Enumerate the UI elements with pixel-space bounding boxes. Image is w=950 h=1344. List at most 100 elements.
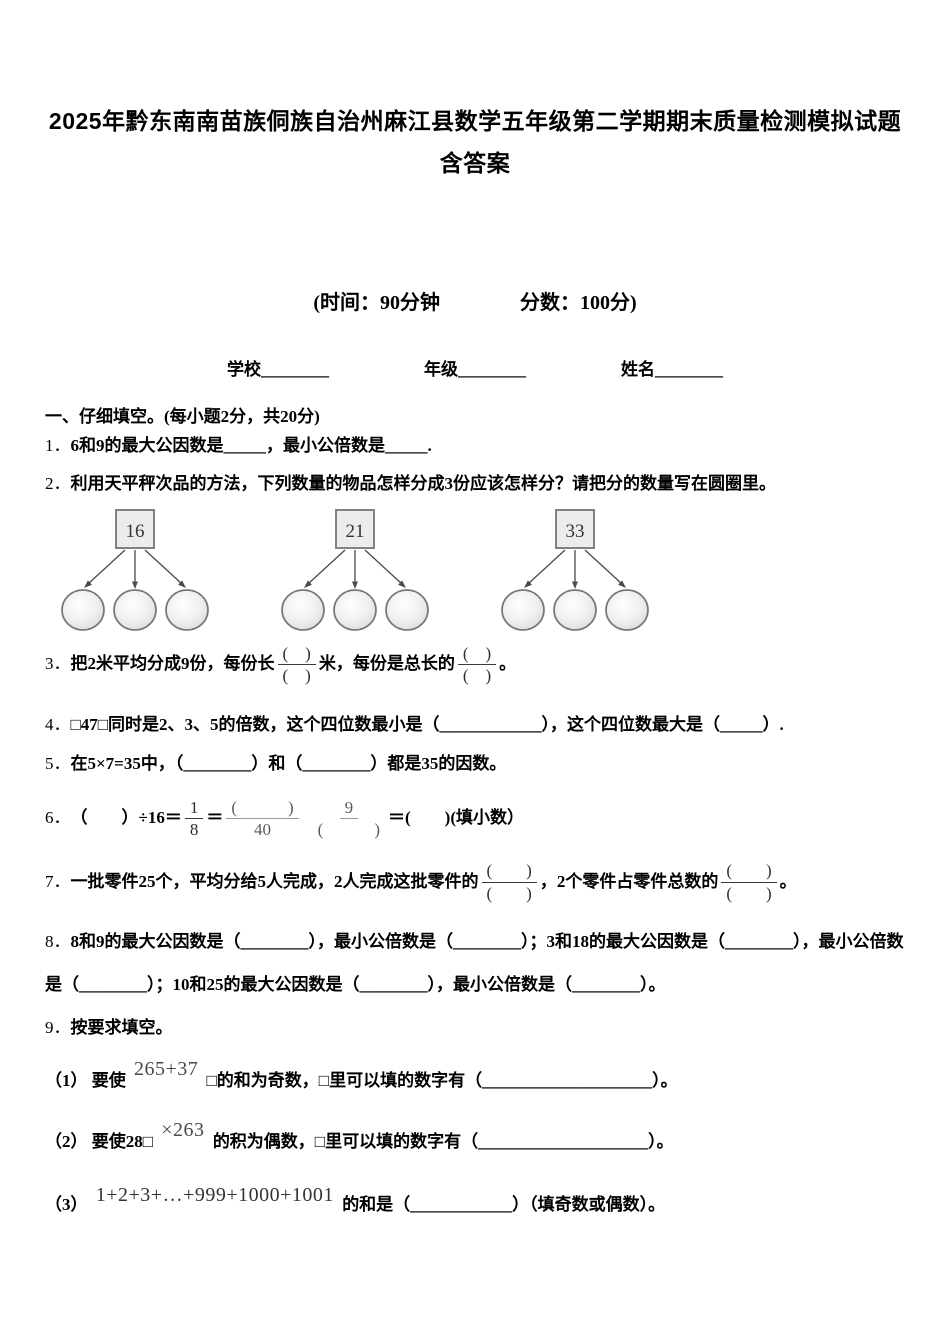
fraction-denominator: ( ) bbox=[462, 665, 492, 685]
fraction-denominator: ( ) bbox=[726, 883, 772, 903]
question-1-number: 1． bbox=[45, 436, 71, 455]
question-9-1-text-2: □的和为奇数，□里可以填的数字有（____________________）。 bbox=[206, 1070, 678, 1090]
arrow-head bbox=[304, 580, 312, 588]
formula-sum-series: 1+2+3+…+999+1000+1001 bbox=[95, 1183, 334, 1206]
formula-265-37: 265+37 bbox=[134, 1057, 199, 1080]
arrow-head bbox=[524, 580, 532, 588]
question-3-text-3: 。 bbox=[499, 654, 517, 674]
weight-box-value: 21 bbox=[346, 521, 365, 542]
weight-box bbox=[335, 508, 375, 549]
page-title: 2025年黔东南南苗族侗族自治州麻江县数学五年级第二学期期末质量检测模拟试题含答… bbox=[48, 108, 902, 176]
arrow-line bbox=[307, 549, 346, 585]
question-2-number: 2． bbox=[45, 474, 71, 494]
question-5-text: 在5×7=35中，（________）和（________）都是35的因数。 bbox=[70, 753, 507, 773]
fraction-blank: ( )( ) bbox=[721, 860, 777, 904]
fraction-blank: ( )( ) bbox=[457, 643, 497, 687]
question-7-text-2: ，2个零件占零件总数的 bbox=[539, 871, 719, 891]
fraction-blank: ( )( ) bbox=[481, 860, 537, 904]
weight-box-value: 33 bbox=[566, 521, 585, 542]
grade-blank: 年级________ bbox=[424, 360, 526, 379]
fraction-9-over-blank: 9( ) bbox=[313, 797, 385, 841]
section-1-heading: 一、仔细填空。(每小题2分，共20分) bbox=[45, 407, 320, 426]
fraction-numerator: ( ) bbox=[481, 860, 537, 883]
arrow-head bbox=[398, 580, 406, 588]
question-6-number: 6． bbox=[45, 808, 71, 828]
school-blank: 学校________ bbox=[227, 360, 329, 379]
weight-box-value: 16 bbox=[126, 521, 145, 542]
arrow-line bbox=[87, 549, 126, 585]
portion-circle bbox=[501, 588, 545, 631]
question-1-text: 6和9的最大公因数是_____，最小公倍数是_____. bbox=[70, 436, 432, 455]
question-9-2-text-2: 的积为偶数，□里可以填的数字有（____________________）。 bbox=[212, 1131, 674, 1151]
portion-circle bbox=[333, 588, 377, 631]
fraction-numerator: ( ) bbox=[226, 797, 299, 820]
fraction-denominator: ( ) bbox=[486, 883, 532, 903]
question-6-equals: ＝ bbox=[206, 808, 224, 828]
diagram-group-33: 33 bbox=[501, 508, 649, 631]
question-9: 9．按要求填空。 bbox=[45, 1015, 905, 1041]
diagram-group-21: 21 bbox=[281, 508, 429, 631]
fraction-blank-over-40: ( )40 bbox=[226, 797, 299, 841]
fraction-numerator: 1 bbox=[184, 797, 204, 820]
arrow-head bbox=[352, 581, 358, 589]
fraction-numerator: ( ) bbox=[721, 860, 777, 883]
question-7: 7． 一批零件25个，平均分给5人完成，2人完成这批零件的 ( )( ) ，2个… bbox=[45, 860, 905, 904]
weight-box bbox=[115, 508, 155, 549]
fraction-denominator: 8 bbox=[189, 820, 199, 840]
question-5: 5．在5×7=35中，（________）和（________）都是35的因数。 bbox=[45, 751, 905, 777]
question-4-number: 4． bbox=[45, 715, 71, 735]
arrow-line bbox=[527, 549, 566, 585]
question-8: 8．8和9的最大公因数是（________），最小公倍数是（________）；… bbox=[45, 920, 905, 1007]
time-limit-label: (时间：90分钟 bbox=[313, 292, 440, 314]
question-8-text: 8和9的最大公因数是（________），最小公倍数是（________）；3和… bbox=[45, 931, 904, 995]
name-blank: 姓名________ bbox=[621, 360, 723, 379]
question-9-2: （2） 要使28□ ×263 的积为偶数，□里可以填的数字有（_________… bbox=[45, 1119, 905, 1157]
question-6-text-1: （ ）÷16＝ bbox=[70, 808, 182, 828]
question-4-text: □47□同时是2、3、5的倍数，这个四位数最小是（____________），这… bbox=[70, 715, 784, 735]
fraction-numerator: 9 bbox=[339, 797, 359, 820]
question-5-number: 5． bbox=[45, 753, 71, 773]
question-2: 2．利用天平秤次品的方法，下列数量的物品怎样分成3份应该怎样分？请把分的数量写在… bbox=[45, 471, 905, 497]
question-9-3-text-2: 的和是（____________）（填奇数或偶数）。 bbox=[342, 1194, 666, 1214]
question-3: 3． 把2米平均分成9份，每份长 ( )( ) 米，每份是总长的 ( )( ) … bbox=[45, 643, 905, 687]
diagram-group-16: 16 bbox=[61, 508, 209, 631]
arrow-line bbox=[364, 549, 403, 585]
arrow-head bbox=[132, 581, 138, 589]
question-4: 4．□47□同时是2、3、5的倍数，这个四位数最小是（____________）… bbox=[45, 712, 905, 738]
question-6-text-2: ＝( )(填小数） bbox=[388, 808, 524, 828]
exam-meta-row: (时间：90分钟 分数：100分) bbox=[0, 286, 950, 315]
question-8-number: 8． bbox=[45, 931, 71, 951]
fraction-blank: ( )( ) bbox=[277, 643, 316, 687]
portion-circle bbox=[165, 588, 209, 631]
total-score-label: 分数：100分) bbox=[520, 292, 637, 314]
question-9-1-number: （1） bbox=[45, 1070, 88, 1090]
weighing-diagram: 16 21 33 bbox=[55, 508, 655, 633]
question-1: 1．6和9的最大公因数是_____，最小公倍数是_____. bbox=[45, 433, 905, 459]
question-3-text-1: 把2米平均分成9份，每份长 bbox=[70, 654, 275, 674]
fraction-denominator: ( ) bbox=[282, 665, 311, 685]
arrow-line bbox=[584, 549, 623, 585]
question-7-text-1: 一批零件25个，平均分给5人完成，2人完成这批零件的 bbox=[70, 871, 479, 891]
fraction-numerator: ( ) bbox=[277, 643, 316, 665]
question-9-3-number: （3） bbox=[45, 1194, 88, 1214]
portion-circle bbox=[281, 588, 325, 631]
portion-circle bbox=[553, 588, 597, 631]
question-3-number: 3． bbox=[45, 654, 71, 674]
question-9-2-text-1: 要使28□ bbox=[91, 1131, 154, 1151]
question-2-text: 利用天平秤次品的方法，下列数量的物品怎样分成3份应该怎样分？请把分的数量写在圆圈… bbox=[70, 474, 777, 494]
arrow-head bbox=[178, 580, 186, 588]
weight-box bbox=[555, 508, 595, 549]
formula-x263: ×263 bbox=[161, 1118, 205, 1141]
question-9-number: 9． bbox=[45, 1017, 71, 1037]
portion-circle bbox=[605, 588, 649, 631]
question-7-text-3: 。 bbox=[779, 871, 797, 891]
fraction-denominator: ( ) bbox=[317, 820, 380, 840]
portion-circle bbox=[61, 588, 105, 631]
arrow-head bbox=[618, 580, 626, 588]
fraction-denominator: 40 bbox=[254, 820, 271, 840]
arrow-head bbox=[84, 580, 92, 588]
arrow-head bbox=[572, 581, 578, 589]
question-7-number: 7． bbox=[45, 871, 71, 891]
